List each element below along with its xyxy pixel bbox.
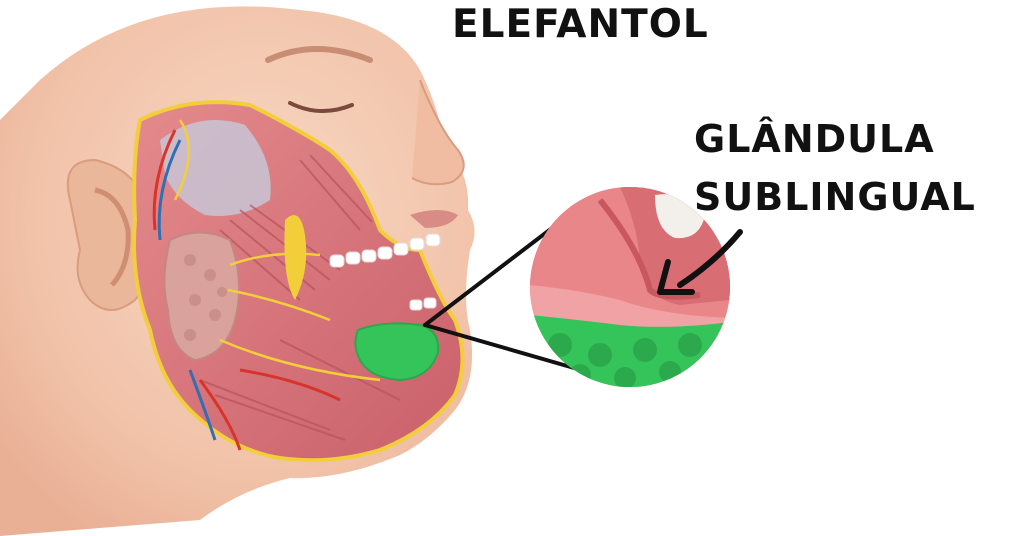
callout-label: GLÂNDULA SUBLINGUAL [694, 110, 976, 226]
sublingual-gland-highlight [354, 322, 440, 382]
callout-label-line2: SUBLINGUAL [694, 175, 976, 219]
callout-label-line1: GLÂNDULA [694, 117, 935, 161]
dissected-region [132, 100, 465, 463]
zoom-connector-lines [423, 223, 590, 374]
zoom-circle [530, 187, 730, 387]
curved-arrow-icon [657, 229, 743, 295]
brand-watermark: ELEFANTOL [452, 2, 709, 47]
